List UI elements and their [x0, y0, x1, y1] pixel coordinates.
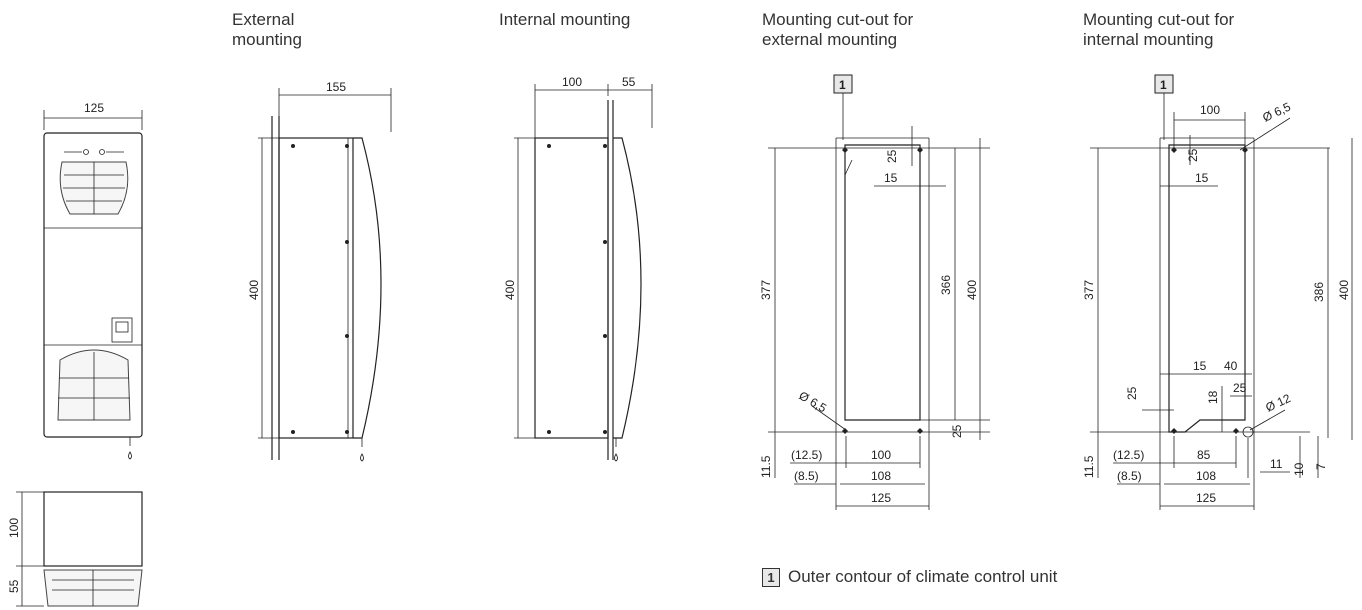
dim-ci-hole-big: Ø 12 — [1263, 391, 1293, 415]
dim-ce-8-5: (8.5) — [794, 469, 819, 483]
dim-front-width: 125 — [84, 101, 104, 115]
dim-ce-11-5: 11.5 — [759, 455, 773, 478]
dim-ci-15: 15 — [1193, 359, 1207, 373]
dim-ext-height: 400 — [247, 280, 261, 300]
title-cutout-external: Mounting cut-out for external mounting — [762, 10, 914, 49]
dim-ci-hole-top: Ø 6,5 — [1260, 99, 1293, 124]
title-external-mounting: External mounting — [232, 10, 302, 49]
dim-ce-108: 108 — [871, 469, 891, 483]
cutout-external-view: 1 377 366 400 25 15 25 Ø 6,5 11.5 (12.5) — [759, 74, 990, 510]
dim-ce-25-top: 25 — [885, 149, 899, 163]
dim-ce-400: 400 — [965, 280, 979, 300]
dim-ext-depth: 155 — [326, 80, 346, 94]
dim-int-height: 400 — [503, 280, 517, 300]
dim-ci-11: 11 — [1270, 457, 1283, 471]
dim-ce-25-bottom: 25 — [950, 424, 964, 438]
top-view: 100 55 — [7, 491, 143, 607]
dim-ce-100: 100 — [871, 448, 891, 462]
dim-ci-12-5: (12.5) — [1113, 448, 1144, 462]
dim-ci-25-top: 25 — [1186, 148, 1200, 162]
dim-ci-18: 18 — [1206, 390, 1220, 404]
dim-ci-25-small: 25 — [1233, 381, 1247, 395]
dim-top-depth: 100 — [7, 518, 21, 538]
dim-int-depth: 100 — [562, 75, 582, 89]
dim-ci-108: 108 — [1196, 469, 1216, 483]
legend: 1 Outer contour of climate control unit — [762, 567, 1058, 588]
dim-ce-hole: Ø 6,5 — [797, 388, 830, 415]
dim-ci-386: 386 — [1312, 282, 1326, 302]
dim-ce-125: 125 — [871, 491, 891, 505]
internal-mounting-view: 100 55 400 — [503, 75, 653, 462]
dim-ce-377: 377 — [759, 280, 773, 300]
dim-ci-25-left: 25 — [1125, 386, 1139, 400]
title-internal-mounting: Internal mounting — [499, 10, 631, 29]
dim-ci-10: 10 — [1292, 462, 1306, 476]
dim-top-fan: 55 — [7, 579, 21, 593]
cutout-internal-view: 1 100 Ø 6,5 377 386 400 25 15 15 40 25 — [1082, 74, 1353, 510]
dim-ce-366: 366 — [939, 275, 953, 295]
title-cutout-internal: Mounting cut-out for internal mounting — [1083, 10, 1235, 49]
external-mounting-view: 155 400 — [247, 80, 392, 462]
legend-marker: 1 — [762, 568, 780, 588]
dim-ci-8-5: (8.5) — [1117, 469, 1142, 483]
dim-ci-125: 125 — [1196, 491, 1216, 505]
dim-ci-85: 85 — [1197, 448, 1211, 462]
front-view: 125 — [43, 101, 143, 460]
dim-ci-100: 100 — [1200, 103, 1220, 117]
dim-ci-11-5: 11.5 — [1082, 455, 1096, 478]
dim-ce-12-5: (12.5) — [791, 448, 822, 462]
dim-ci-400: 400 — [1337, 280, 1351, 300]
dim-ci-40: 40 — [1224, 359, 1238, 373]
dim-ce-15: 15 — [884, 171, 898, 185]
dim-int-fan: 55 — [622, 75, 636, 89]
dim-ci-377: 377 — [1082, 280, 1096, 300]
dim-ci-7: 7 — [1314, 463, 1328, 470]
marker-cutout-external: 1 — [839, 78, 846, 92]
legend-text: Outer contour of climate control unit — [788, 567, 1058, 586]
dim-ci-15-top: 15 — [1195, 171, 1209, 185]
marker-cutout-internal: 1 — [1160, 78, 1167, 92]
